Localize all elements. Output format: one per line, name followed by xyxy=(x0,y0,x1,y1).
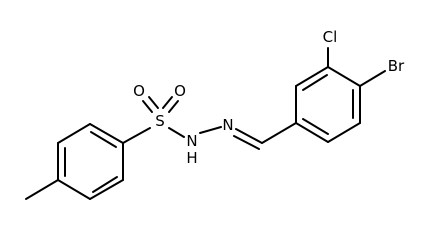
bond xyxy=(122,127,151,144)
oxygen-atom-label: O xyxy=(133,82,145,100)
tolyl-ring xyxy=(57,123,124,200)
bond xyxy=(295,66,329,87)
bond xyxy=(302,118,329,135)
bond xyxy=(168,127,185,138)
bond xyxy=(162,96,173,109)
bond xyxy=(302,74,328,91)
nitrogen-atom-label: N xyxy=(186,132,197,150)
bond xyxy=(89,123,124,144)
sulfur-atom-label: S xyxy=(155,112,165,130)
bond xyxy=(295,122,329,143)
bond xyxy=(90,131,117,148)
bond xyxy=(327,122,361,143)
methyl-bond xyxy=(25,179,59,200)
bond xyxy=(148,96,159,109)
bond xyxy=(199,126,222,134)
bond xyxy=(359,70,386,87)
bond xyxy=(89,179,124,200)
bond xyxy=(233,135,260,150)
structure-canvas: S O O N H N Cl Br xyxy=(25,28,405,200)
bond xyxy=(168,100,179,113)
bond xyxy=(142,100,153,113)
bond xyxy=(327,66,361,87)
bond xyxy=(92,176,118,193)
chlorine-atom-label: Cl xyxy=(323,28,338,46)
bromine-atom-label: Br xyxy=(388,57,405,75)
bond xyxy=(261,122,297,144)
halophenyl-ring xyxy=(295,66,361,143)
molecule-diagram: S O O N H N Cl Br xyxy=(25,28,405,200)
bond xyxy=(57,179,91,200)
hydrogen-atom-label: H xyxy=(186,149,197,167)
bond xyxy=(57,123,91,144)
bond xyxy=(235,128,263,144)
sulfonyl-bonds xyxy=(142,96,179,113)
oxygen-atom-label: O xyxy=(174,82,186,100)
nitrogen-atom-label: N xyxy=(222,116,233,134)
